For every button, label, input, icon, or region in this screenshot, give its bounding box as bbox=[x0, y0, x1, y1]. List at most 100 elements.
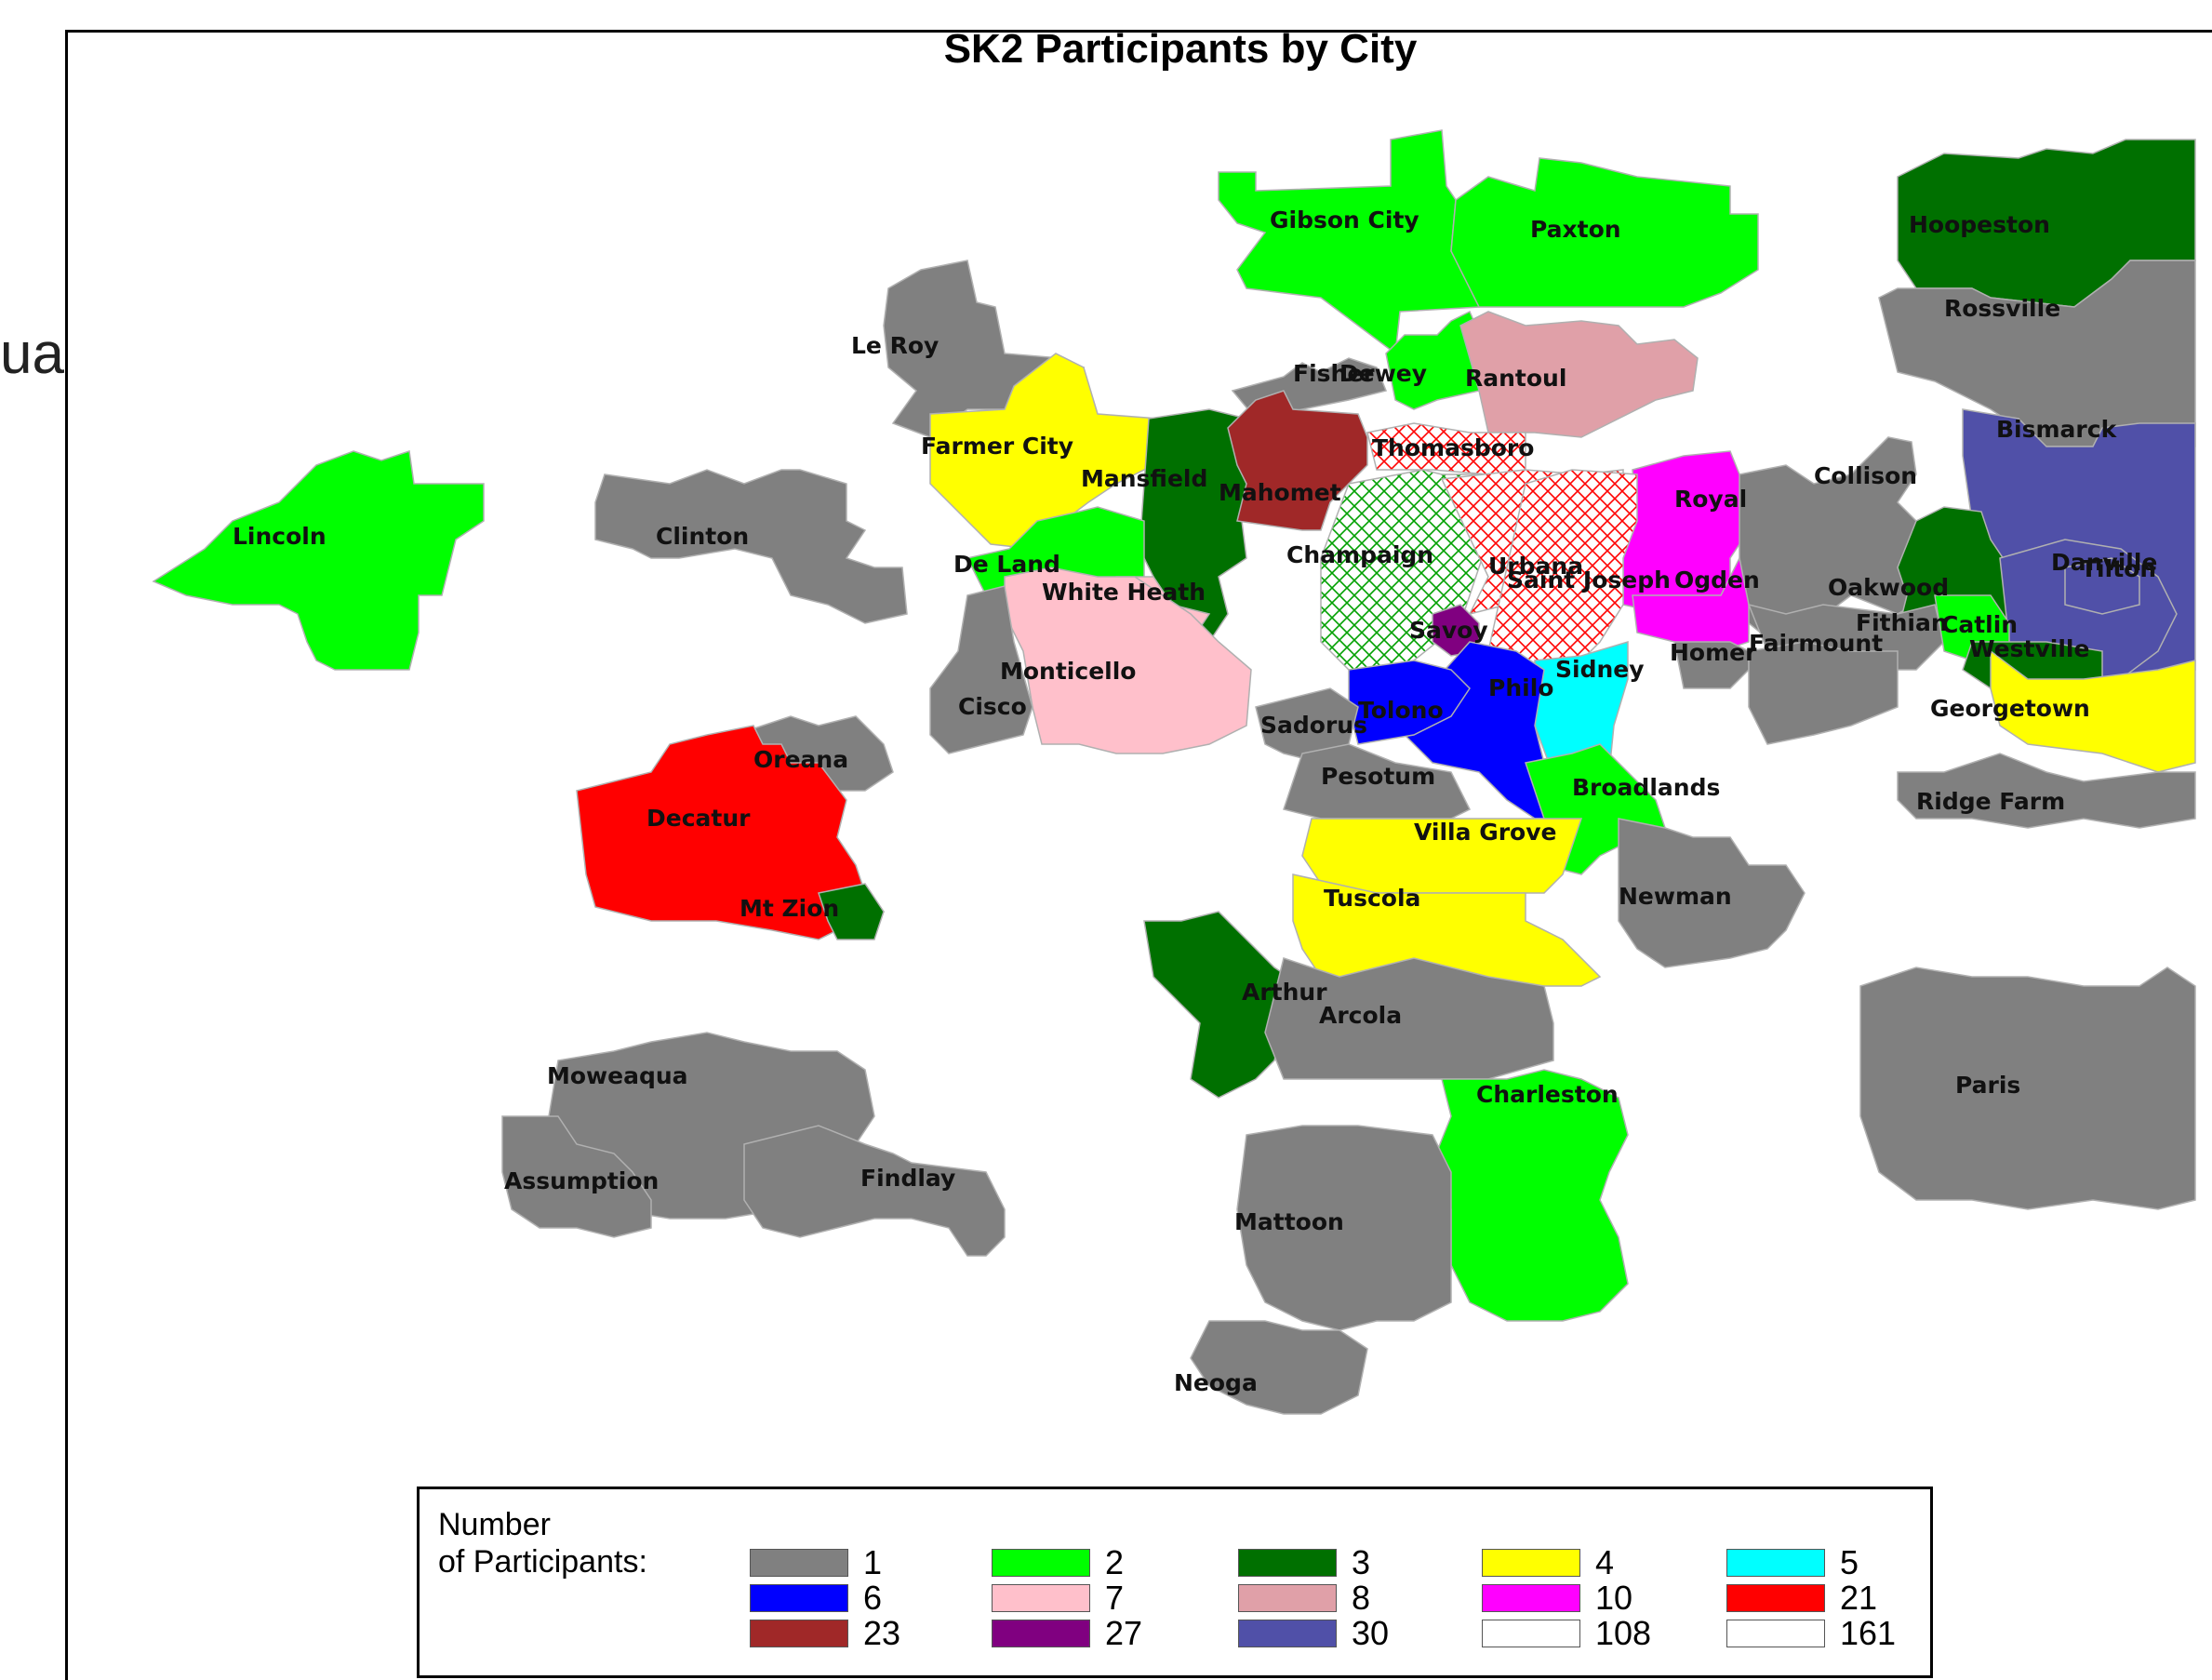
city-label: Ogden bbox=[1674, 567, 1760, 593]
city-label: Royal bbox=[1674, 486, 1747, 513]
map-title: SK2 Participants by City bbox=[943, 26, 1418, 72]
city-label: Newman bbox=[1619, 883, 1732, 910]
city-label: Bismarck bbox=[1996, 416, 2118, 443]
legend-item: 27 bbox=[992, 1614, 1143, 1652]
city-label: Le Roy bbox=[851, 332, 939, 359]
city-label: Arcola bbox=[1319, 1002, 1402, 1029]
city-label: Clinton bbox=[656, 523, 749, 550]
city-label: Champaign bbox=[1286, 541, 1433, 568]
city-label: Collison bbox=[1814, 462, 1917, 489]
legend-swatch bbox=[750, 1584, 848, 1612]
city-label: Findlay bbox=[860, 1165, 955, 1192]
legend-item: 161 bbox=[1726, 1614, 1897, 1652]
region-georgetown bbox=[1990, 649, 2196, 773]
legend-swatch bbox=[750, 1549, 848, 1577]
city-label: Gibson City bbox=[1270, 207, 1419, 233]
legend-title: Number of Participants: bbox=[438, 1507, 647, 1580]
city-label: Fairmount bbox=[1749, 630, 1883, 657]
region-newman bbox=[1618, 818, 1806, 968]
region-cisco bbox=[929, 585, 1033, 754]
city-label: White Heath bbox=[1042, 579, 1206, 606]
legend-label: 7 bbox=[1105, 1579, 1125, 1617]
legend-swatch bbox=[1726, 1549, 1825, 1577]
legend-label: 21 bbox=[1840, 1579, 1878, 1617]
region-pesotum bbox=[1283, 743, 1472, 820]
region-mattoon bbox=[1236, 1125, 1452, 1331]
region-rossville bbox=[1878, 260, 2196, 447]
region-decatur bbox=[576, 725, 886, 940]
region-monticello bbox=[1004, 567, 1252, 754]
city-label: Decatur bbox=[646, 805, 751, 832]
city-label: Mt Zion bbox=[740, 895, 839, 922]
legend-item: 6 bbox=[750, 1579, 883, 1617]
stray-text-fragment: ua bbox=[0, 322, 64, 386]
city-label: Georgetown bbox=[1930, 695, 2090, 722]
city-label: Savoy bbox=[1409, 617, 1488, 644]
legend-label: 1 bbox=[863, 1543, 883, 1581]
legend-label: 108 bbox=[1595, 1614, 1652, 1652]
region-gibson-city bbox=[1218, 129, 1480, 355]
region-paris bbox=[1859, 967, 2196, 1210]
legend-item: 10 bbox=[1482, 1579, 1633, 1617]
region-lincoln bbox=[152, 450, 485, 671]
legend-label: 161 bbox=[1840, 1614, 1897, 1652]
region-findlay bbox=[743, 1125, 1006, 1257]
city-label: Rantoul bbox=[1465, 365, 1566, 392]
legend-swatch bbox=[992, 1620, 1090, 1647]
legend-label: 8 bbox=[1352, 1579, 1371, 1617]
region-paxton bbox=[1450, 157, 1759, 308]
legend-label: 27 bbox=[1105, 1614, 1143, 1652]
city-label: Dewey bbox=[1339, 360, 1427, 387]
region-clinton bbox=[594, 469, 908, 624]
city-label: Tilton bbox=[2081, 555, 2156, 582]
legend-swatch bbox=[1238, 1584, 1337, 1612]
region-tuscola bbox=[1292, 873, 1602, 987]
city-label: Mansfield bbox=[1081, 465, 1207, 492]
legend-label: 30 bbox=[1352, 1614, 1390, 1652]
legend-swatch bbox=[1726, 1584, 1825, 1612]
city-label: Pesotum bbox=[1321, 763, 1435, 790]
city-label: Mahomet bbox=[1219, 479, 1341, 506]
city-label: Westville bbox=[1969, 635, 2089, 662]
city-label: Ridge Farm bbox=[1916, 788, 2065, 815]
region-tilton bbox=[2064, 557, 2140, 615]
city-label: Tolono bbox=[1358, 697, 1444, 724]
region-ogden bbox=[1632, 555, 1750, 652]
legend-item: 23 bbox=[750, 1614, 901, 1652]
city-label: Lincoln bbox=[233, 523, 326, 550]
city-label: Mattoon bbox=[1234, 1208, 1344, 1235]
legend-swatch bbox=[1482, 1549, 1580, 1577]
legend-item: 4 bbox=[1482, 1543, 1614, 1581]
legend-label: 23 bbox=[863, 1614, 901, 1652]
city-label: Neoga bbox=[1174, 1369, 1258, 1396]
city-label: Oreana bbox=[753, 746, 848, 773]
city-label: De Land bbox=[953, 551, 1060, 578]
region-ridge-farm bbox=[1897, 753, 2196, 829]
city-label: Sidney bbox=[1555, 656, 1645, 683]
legend-item: 7 bbox=[992, 1579, 1125, 1617]
legend-swatch bbox=[992, 1549, 1090, 1577]
legend-item: 108 bbox=[1482, 1614, 1652, 1652]
city-label: Paris bbox=[1955, 1072, 2020, 1099]
city-label: Urbana bbox=[1488, 553, 1583, 580]
legend-label: 5 bbox=[1840, 1543, 1859, 1581]
legend-item: 2 bbox=[992, 1543, 1124, 1581]
region-mt-zion bbox=[818, 883, 885, 940]
city-label: Saint Joseph bbox=[1507, 567, 1671, 593]
city-label: Assumption bbox=[504, 1167, 659, 1194]
legend-swatch bbox=[1482, 1620, 1580, 1647]
region-arthur bbox=[1143, 911, 1303, 1099]
legend-swatch bbox=[750, 1620, 848, 1647]
city-label: Hoopeston bbox=[1909, 211, 2050, 238]
region-arcola bbox=[1264, 957, 1554, 1080]
city-label: Thomasboro bbox=[1372, 434, 1534, 461]
city-label: Fithian bbox=[1856, 609, 1948, 636]
city-label: Fisher bbox=[1293, 360, 1375, 387]
legend-label: 10 bbox=[1595, 1579, 1633, 1617]
legend-swatch bbox=[992, 1584, 1090, 1612]
legend-label: 6 bbox=[863, 1579, 883, 1617]
city-label: Farmer City bbox=[921, 433, 1073, 460]
city-label: Moweaqua bbox=[547, 1062, 688, 1089]
